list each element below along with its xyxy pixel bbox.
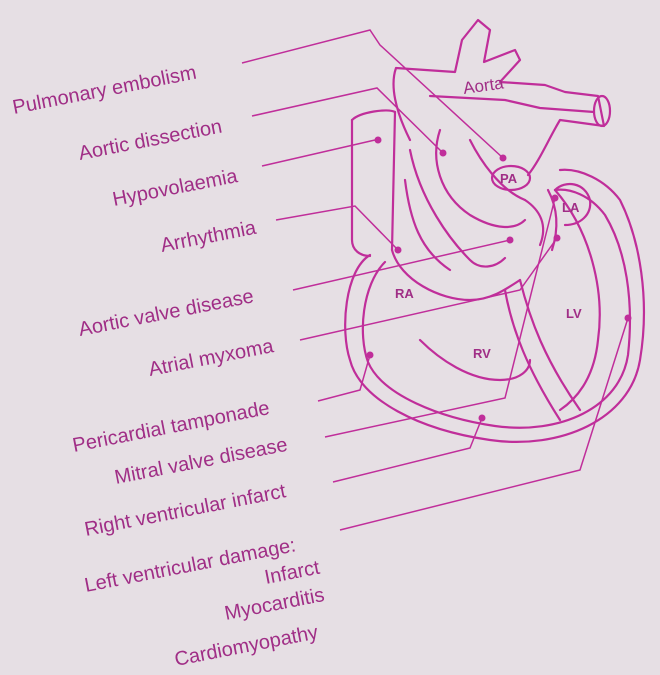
lv-label: LV xyxy=(566,306,582,321)
rv-label: RV xyxy=(473,346,491,361)
label-hypovolaemia: Hypovolaemia xyxy=(111,165,240,211)
label-left-ventricular-damage: Left ventricular damage: xyxy=(83,534,298,597)
cause-labels: Pulmonary embolism Aortic dissection Hyp… xyxy=(11,62,326,671)
label-myocarditis: Myocarditis xyxy=(223,584,326,625)
label-infarct: Infarct xyxy=(263,557,322,589)
label-right-ventricular-infarct: Right ventricular infarct xyxy=(83,480,288,541)
label-cardiomyopathy: Cardiomyopathy xyxy=(173,622,320,671)
label-aortic-dissection: Aortic dissection xyxy=(77,116,224,165)
pa-label: PA xyxy=(500,171,518,186)
ra-label: RA xyxy=(395,286,414,301)
label-aortic-valve-disease: Aortic valve disease xyxy=(77,285,256,341)
chamber-labels: Aorta PA LA RA RV LV xyxy=(395,73,582,361)
label-pulmonary-embolism: Pulmonary embolism xyxy=(11,62,199,119)
label-atrial-myxoma: Atrial myxoma xyxy=(147,335,276,381)
leader-lines xyxy=(242,30,632,530)
label-arrhythmia: Arrhythmia xyxy=(159,217,259,257)
la-label: LA xyxy=(562,200,580,215)
aorta-label: Aorta xyxy=(462,73,505,98)
